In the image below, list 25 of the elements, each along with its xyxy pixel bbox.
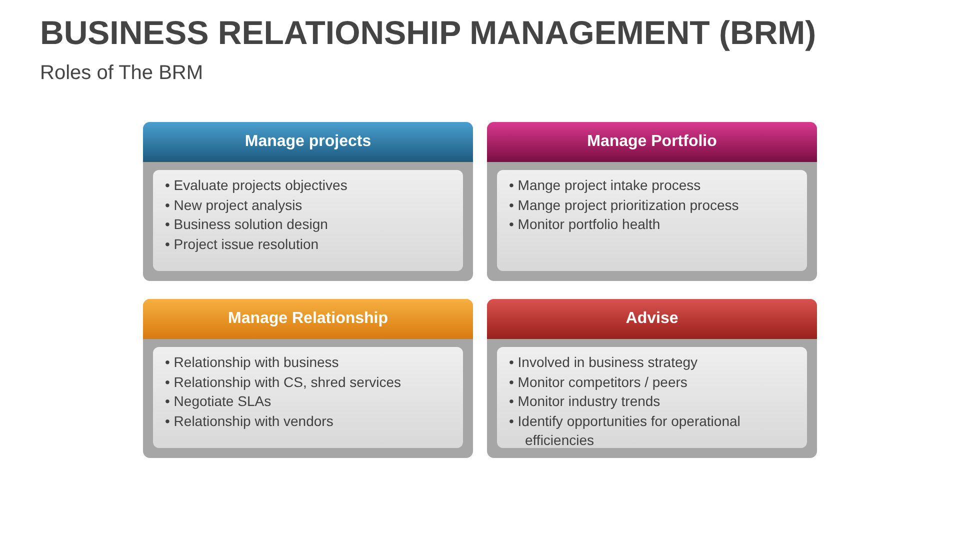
card	[487, 122, 817, 281]
bullet-item: • Business solution design	[165, 215, 329, 234]
subtitle: Roles of The BRM	[40, 62, 204, 85]
bullet-item: • Relationship with vendors	[165, 412, 334, 431]
card	[143, 122, 473, 281]
card	[487, 299, 817, 458]
card	[143, 299, 473, 458]
bullet-item: • Monitor competitors / peers	[509, 372, 688, 392]
bullet-item: • Mange project prioritization process	[509, 196, 740, 215]
card-header: Advise	[487, 299, 817, 339]
card-header: Manage projects	[143, 122, 473, 162]
bullet-item: • Negotiate SLAs	[165, 392, 272, 411]
title: BUSINESS RELATIONSHIP MANAGEMENT (BRM)	[40, 14, 816, 52]
bullet-item: • Involved in business strategy	[509, 353, 699, 372]
card-header: Manage Portfolio	[487, 122, 817, 162]
bullet-item: • Identify opportunities for operational efficiencies	[509, 412, 742, 450]
bullet-item: • New project analysis	[165, 196, 304, 215]
card-header: Manage Relationship	[143, 299, 473, 339]
bullet-item: • Monitor portfolio health	[509, 215, 662, 234]
bullet-item: • Relationship with business	[165, 353, 340, 372]
bullet-item: • Project issue resolution	[165, 234, 320, 254]
bullet-item: • Relationship with CS, shred services	[165, 372, 402, 392]
bullet-item: • Monitor industry trends	[509, 392, 662, 411]
bullet-item: • Evaluate projects objectives	[165, 176, 348, 195]
bullet-item: • Mange project intake process	[509, 176, 702, 195]
